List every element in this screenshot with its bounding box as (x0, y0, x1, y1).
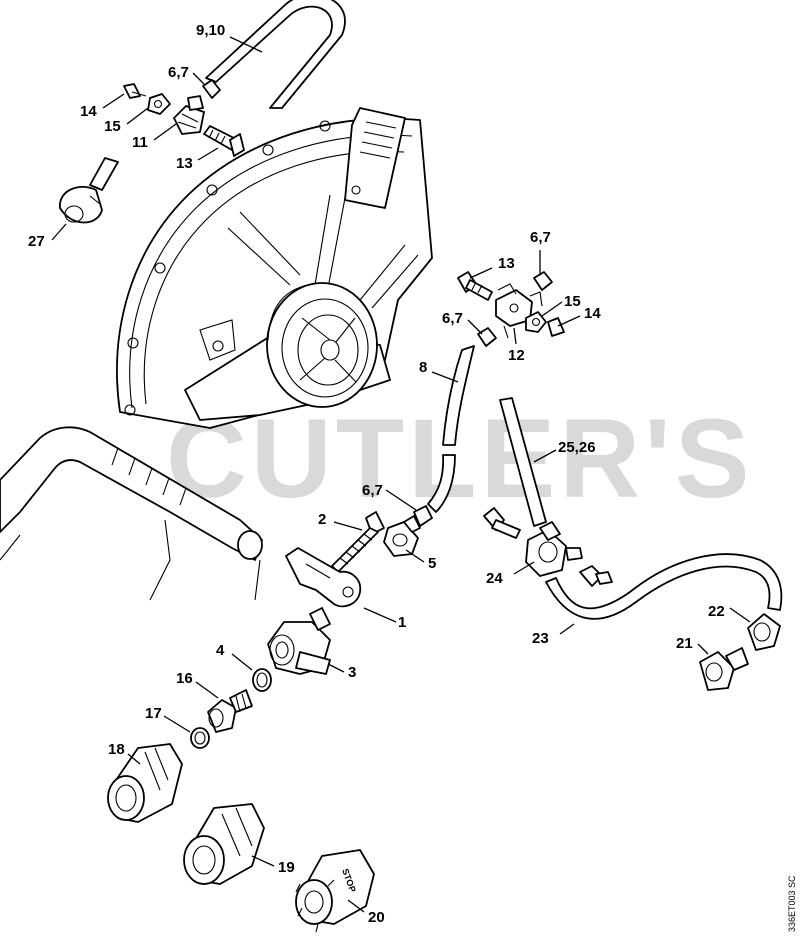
hose-8 (427, 345, 475, 513)
label-4: 4 (216, 642, 225, 659)
label-1: 1 (398, 614, 406, 631)
coupling-3 (267, 607, 331, 675)
label-27: 27 (28, 233, 45, 250)
bracket-1 (285, 547, 362, 608)
coupler-18 (107, 743, 183, 823)
oring-17 (190, 727, 210, 749)
bolt-14-top (123, 83, 147, 99)
drawing-code: 336ET003 SC (787, 875, 797, 932)
label-6-7-lower: 6,7 (362, 482, 383, 499)
bolt-13-top (203, 125, 245, 157)
part-6-7-top (202, 79, 221, 99)
label-14-top: 14 (80, 103, 97, 120)
handle-bar (0, 426, 263, 601)
label-13-right: 13 (498, 255, 515, 272)
label-8: 8 (419, 359, 427, 376)
bolt-13-right (457, 271, 493, 301)
label-18: 18 (108, 741, 125, 758)
label-15-right: 15 (564, 293, 581, 310)
label-2: 2 (318, 511, 326, 528)
hose-23 (545, 553, 783, 620)
coupler-20: STOP (295, 849, 375, 933)
label-16: 16 (176, 670, 193, 687)
label-12: 12 (508, 347, 525, 364)
nut-15-top (147, 93, 171, 115)
label-13-top: 13 (176, 155, 193, 172)
label-6-7-mid: 6,7 (442, 310, 463, 327)
nut-15-right (525, 311, 547, 333)
bolt-14-right (547, 317, 565, 337)
label-19: 19 (278, 859, 295, 876)
label-17: 17 (145, 705, 162, 722)
nipple-16 (207, 689, 253, 733)
label-6-7-top: 6,7 (168, 64, 189, 81)
coupler-19 (183, 803, 265, 885)
bolt-2 (331, 511, 385, 573)
label-20: 20 (368, 909, 385, 926)
label-24: 24 (486, 570, 503, 587)
label-9-10: 9,10 (196, 22, 225, 39)
nozzle-11 (173, 95, 205, 135)
part-6-7-mid (477, 327, 497, 347)
blade-guard (116, 107, 433, 429)
nut-22 (747, 613, 781, 651)
label-25-26: 25,26 (558, 439, 596, 456)
fitting-5 (383, 515, 421, 557)
oring-4 (252, 668, 272, 692)
label-5: 5 (428, 555, 436, 572)
label-14-right: 14 (584, 305, 601, 322)
part-6-7-right (533, 271, 553, 291)
hose-25-26 (499, 397, 547, 527)
label-6-7-right: 6,7 (530, 229, 551, 246)
elbow-27 (59, 157, 119, 224)
label-21: 21 (676, 635, 693, 652)
label-23: 23 (532, 630, 549, 647)
connector-21 (699, 647, 749, 691)
label-15-top: 15 (104, 118, 121, 135)
label-3: 3 (348, 664, 356, 681)
label-22: 22 (708, 603, 725, 620)
part-6-7-lower (413, 505, 433, 527)
label-11: 11 (132, 134, 148, 151)
part-labels: 9,10 6,7 14 15 11 13 27 6,7 13 15 14 6,7… (28, 22, 725, 926)
distributor-12 (495, 283, 543, 339)
hose-9-10 (205, 0, 346, 109)
leader-lines (51, 36, 751, 913)
t-fitting-24 (483, 507, 613, 587)
